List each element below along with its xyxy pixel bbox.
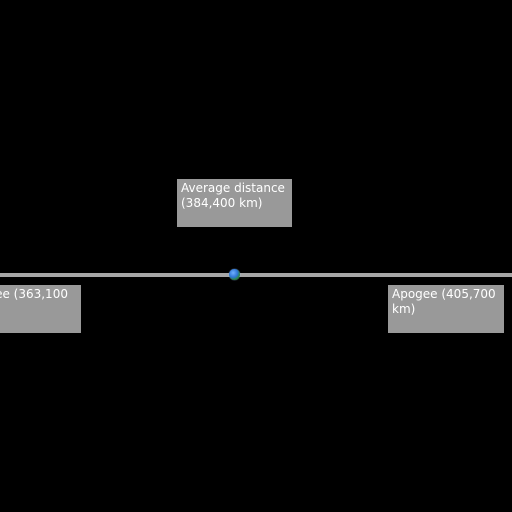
perigee-label: Perigee (363,100 [0, 285, 81, 333]
orbit-axis-line [0, 273, 512, 277]
apogee-label: Apogee (405,700 km) [388, 285, 504, 333]
apogee-text: Apogee (405,700 km) [392, 287, 496, 316]
perigee-text: Perigee (363,100 [0, 287, 68, 301]
average-distance-label: Average distance (384,400 km) [177, 179, 292, 227]
earth-icon [229, 269, 240, 280]
average-distance-text: Average distance (384,400 km) [181, 181, 285, 210]
